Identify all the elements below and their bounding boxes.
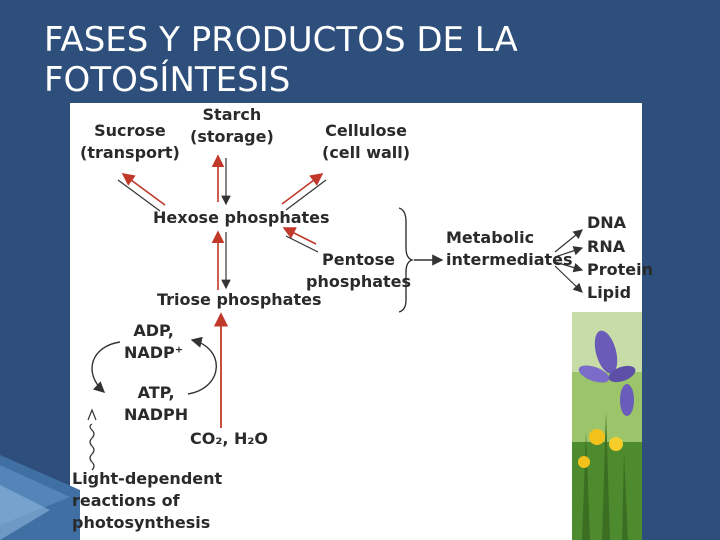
sucrose-label: Sucrose (transport)	[80, 121, 180, 162]
light-arrow-head	[87, 408, 97, 421]
cellulose-label: Cellulose (cell wall)	[322, 121, 411, 162]
co2-label: CO₂, H₂O	[190, 429, 268, 448]
slide-title-line-2: FOTOSÍNTESIS	[44, 60, 291, 100]
arrows-to-products	[554, 229, 584, 293]
cycle-left-arc	[91, 341, 121, 393]
atp-label: ATP, NADPH	[124, 383, 189, 424]
arrow-hexose-to-sucrose	[117, 173, 166, 212]
product-lipid: Lipid	[587, 283, 632, 302]
arrow-pentose-hexose	[282, 227, 319, 253]
slide-title: FASES Y PRODUCTOS DE LA FOTOSÍNTESIS	[44, 20, 664, 100]
arrow-hexose-to-cellulose	[281, 173, 327, 211]
metabolic-label: Metabolic intermediates	[446, 228, 573, 269]
adp-label: ADP, NADP⁺	[124, 321, 184, 362]
pentose-label: Pentose phosphates	[306, 250, 412, 291]
iris-flower-image	[572, 312, 642, 540]
cycle-right-arc	[187, 336, 217, 395]
light-reactions-label: Light-dependent reactions of photosynthe…	[72, 469, 223, 532]
diagram-panel	[70, 103, 642, 540]
arrow-triose-hexose	[211, 230, 231, 290]
light-wave	[89, 423, 95, 471]
triose-label: Triose phosphates	[157, 290, 322, 309]
corner-decoration	[0, 455, 80, 540]
arrow-hexose-starch	[211, 154, 231, 206]
product-dna: DNA	[587, 213, 627, 232]
slide-title-line-1: FASES Y PRODUCTOS DE LA	[44, 20, 518, 60]
starch-label: Starch (storage)	[190, 105, 274, 146]
hexose-label: Hexose phosphates	[153, 208, 330, 227]
pentose-brace	[398, 207, 415, 313]
product-protein: Protein	[587, 260, 653, 279]
product-rna: RNA	[587, 237, 626, 256]
